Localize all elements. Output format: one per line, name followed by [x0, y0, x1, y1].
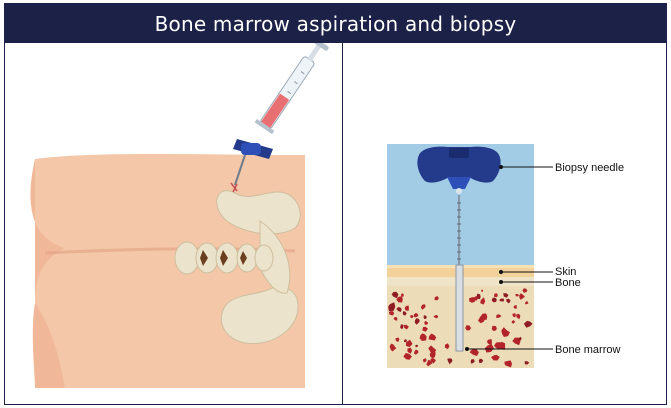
figure-frame: Bone marrow aspiration and biopsy	[4, 3, 667, 405]
bone-marrow-label: Bone marrow	[555, 344, 620, 356]
biopsy-needle-label: Biopsy needle	[555, 162, 624, 174]
patient-back-illustration	[5, 43, 342, 404]
needle-cannula	[456, 265, 463, 351]
figure-title: Bone marrow aspiration and biopsy	[155, 12, 517, 36]
marrow-speckle	[477, 294, 481, 299]
patient-back-svg	[5, 43, 342, 404]
bone-label: Bone	[555, 277, 581, 289]
cross-section-svg: Biopsy needle Skin Bone Bone marrow	[343, 43, 666, 404]
syringe	[255, 43, 331, 134]
cross-section-panel: Biopsy needle Skin Bone Bone marrow	[343, 43, 666, 404]
title-bar: Bone marrow aspiration and biopsy	[5, 4, 666, 43]
